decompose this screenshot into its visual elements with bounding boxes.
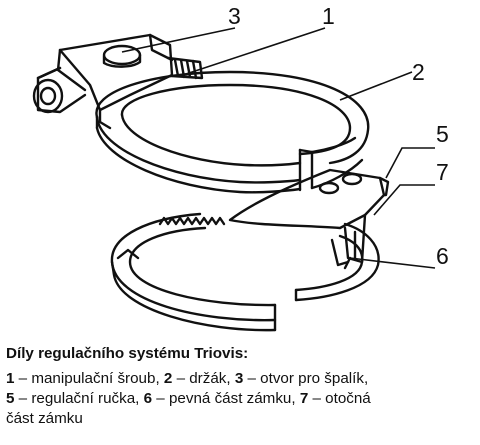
caption-num: 6: [143, 390, 153, 407]
caption-num: 7: [299, 390, 309, 407]
figure-caption: Díly regulačního systému Triovis: 1 – ma…: [6, 344, 478, 429]
callout-1: 1: [322, 3, 335, 29]
caption-num: 1: [6, 370, 15, 387]
caption-text: – držák,: [172, 370, 235, 387]
callout-2: 2: [412, 59, 425, 85]
caption-text: – pevná část zámku,: [152, 390, 300, 407]
manipulation-screw: [166, 56, 204, 80]
caption-line-3: část zámku: [6, 410, 83, 427]
holder-ring: [95, 70, 370, 194]
leader-lines: [121, 27, 436, 269]
leader-line-7: [373, 184, 435, 216]
lock-ring: [110, 212, 380, 332]
caption-text: – manipulační šroub,: [14, 370, 164, 387]
caption-num: 5: [6, 390, 15, 407]
cylinder-end: [32, 66, 87, 114]
caption-title: Díly regulačního systému Triovis:: [6, 345, 249, 362]
caption-text: – regulační ručka,: [14, 390, 144, 407]
callout-3: 3: [228, 3, 241, 29]
callout-7: 7: [436, 159, 449, 185]
leader-line-3: [121, 27, 236, 53]
caption-text: – otočná: [308, 390, 371, 407]
caption-text: – otvor pro špalík,: [243, 370, 369, 387]
caption-num: 2: [163, 370, 173, 387]
triovis-exploded-diagram: 3 1 2 5 7 6: [32, 3, 449, 332]
lever-block: [56, 33, 174, 130]
regulation-handle: [228, 168, 390, 270]
callout-5: 5: [436, 121, 449, 147]
leader-line-5: [385, 147, 435, 179]
caption-num: 3: [234, 370, 244, 387]
leader-line-6: [349, 257, 436, 269]
caption-line-1: 1 – manipulační šroub, 2 – držák, 3 – ot…: [6, 369, 478, 389]
callout-6: 6: [436, 243, 449, 269]
leader-line-2: [339, 71, 413, 101]
leader-line-1: [185, 27, 326, 75]
caption-line-2: 5 – regulační ručka, 6 – pevná část zámk…: [6, 389, 478, 409]
